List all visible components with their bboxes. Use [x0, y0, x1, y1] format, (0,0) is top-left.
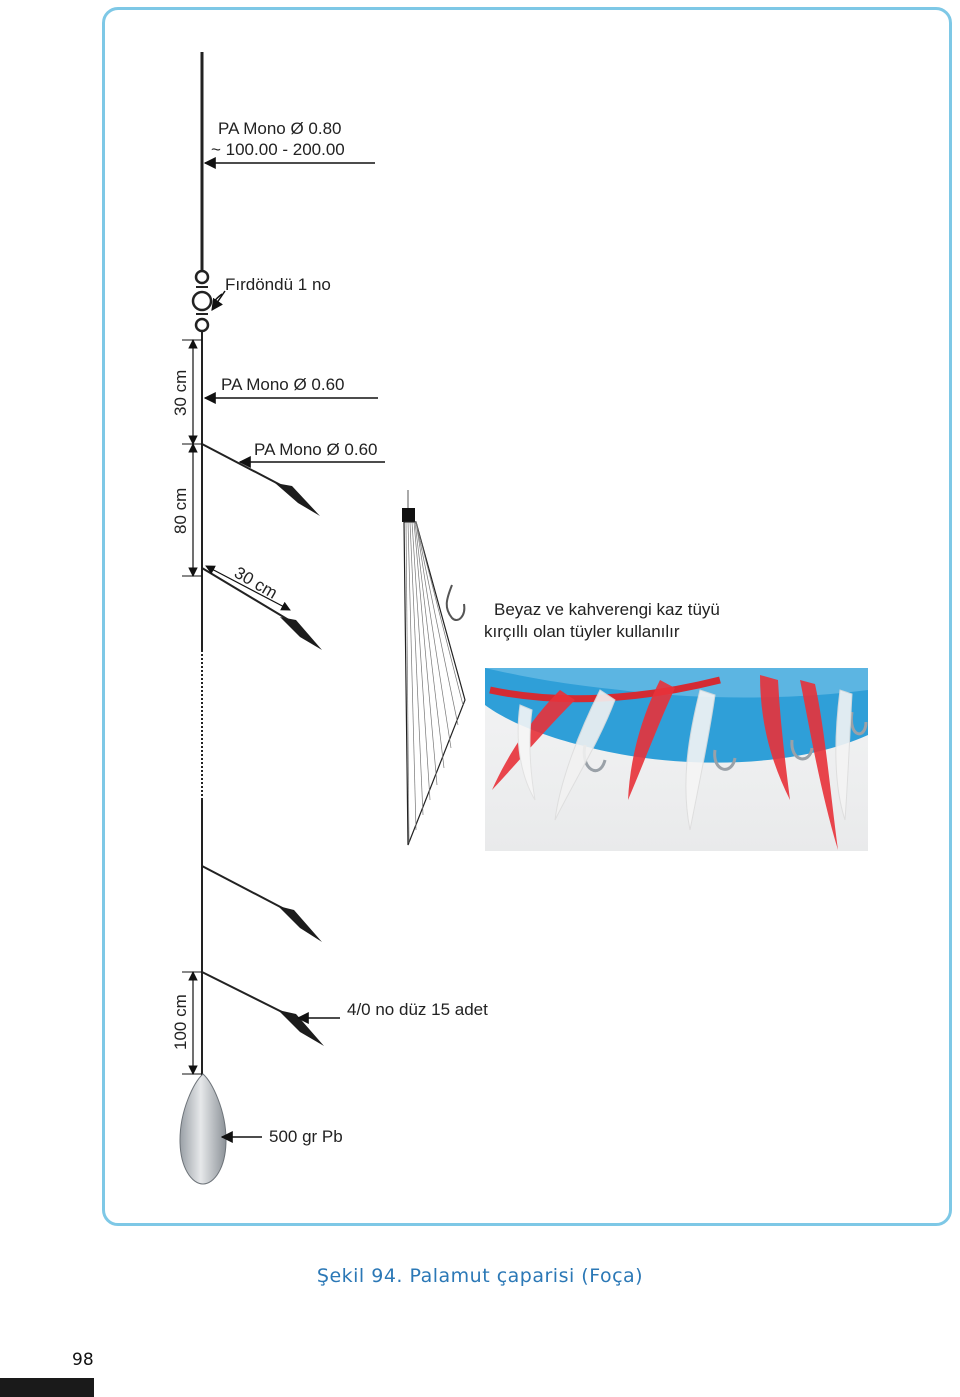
feather-note-line2: kırçıllı olan tüyler kullanılır: [484, 622, 680, 641]
page-number-bar: [0, 1378, 94, 1397]
page-number: 98: [72, 1350, 94, 1370]
figure-frame: [102, 7, 952, 1226]
sinker-icon: [179, 1073, 227, 1185]
hook-label: 4/0 no düz 15 adet: [347, 1000, 488, 1019]
swivel-label: Fırdöndü 1 no: [225, 275, 331, 294]
dim-top-label: 30 cm: [171, 370, 190, 416]
branch-4: [201, 971, 324, 1046]
feather-lure-illustration: [402, 490, 466, 846]
figure-caption: Şekil 94. Palamut çaparisi (Foça): [316, 1265, 644, 1287]
feather-note-line1: Beyaz ve kahverengi kaz tüyü: [494, 600, 720, 619]
main-line-length-label: ~ 100.00 - 200.00: [211, 140, 345, 159]
leader-1-label: PA Mono Ø 0.60: [221, 375, 344, 394]
dimension-branch: [205, 565, 291, 611]
sinker-label: 500 gr Pb: [269, 1127, 343, 1146]
main-line-label: PA Mono Ø 0.80: [218, 119, 341, 138]
swivel-icon: [191, 269, 213, 333]
dim-bottom-label: 100 cm: [171, 994, 190, 1050]
leader-2-label: PA Mono Ø 0.60: [254, 440, 377, 459]
dimension-bottom: [182, 971, 202, 1075]
dim-branch-label: 30 cm: [231, 563, 281, 603]
rig-diagram: PA Mono Ø 0.80 ~ 100.00 - 200.00 Fırdönd…: [171, 52, 868, 1185]
dim-middle-label: 80 cm: [171, 488, 190, 534]
feather-lure-photo: [485, 668, 868, 851]
dimension-middle: [182, 443, 202, 577]
branch-3: [201, 865, 322, 942]
